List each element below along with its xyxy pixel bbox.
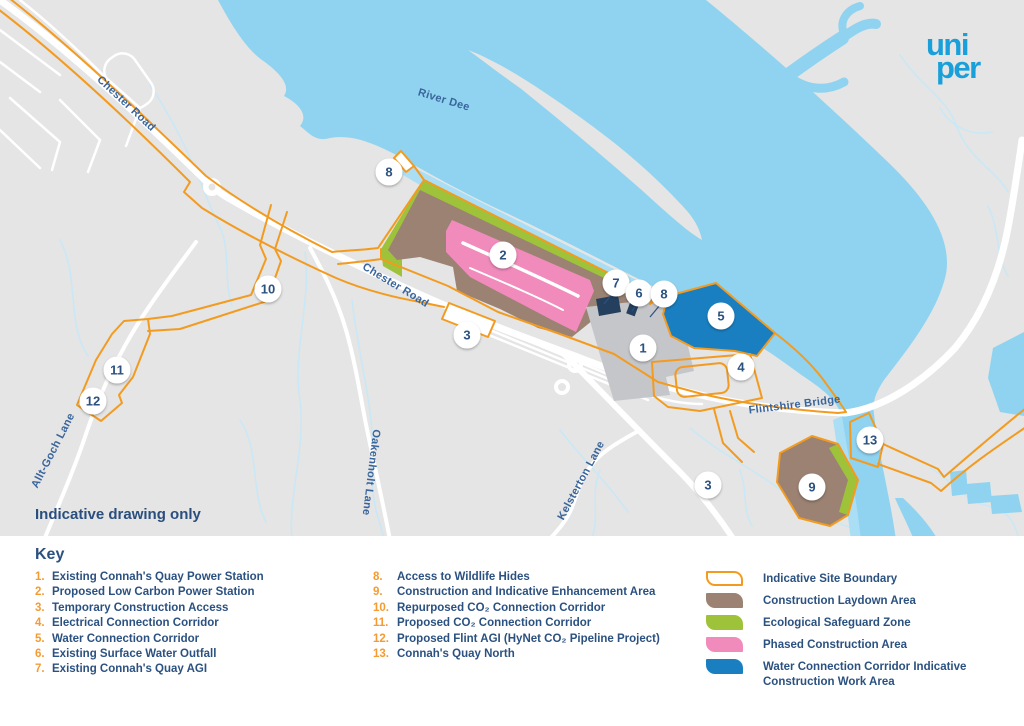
enhancement-area-green-edge xyxy=(829,444,858,515)
key-panel: Key 1.Existing Connah's Quay Power Stati… xyxy=(0,536,1024,726)
key-item-9: 9.Construction and Indicative Enhancemen… xyxy=(373,586,656,599)
agi-building xyxy=(596,295,621,316)
sandbank-island xyxy=(468,50,702,240)
svg-text:8: 8 xyxy=(385,165,392,180)
map-marker: 7 xyxy=(602,269,630,297)
boundary-area4-outer xyxy=(651,353,763,412)
map-marker: 6 xyxy=(625,279,653,307)
map-marker: 4 xyxy=(727,353,755,381)
map-marker: 1 xyxy=(629,334,657,362)
svg-text:9: 9 xyxy=(808,480,815,495)
kelsterton-lane-road xyxy=(549,428,642,536)
svg-text:10: 10 xyxy=(261,282,275,297)
map-marker: 2 xyxy=(489,241,517,269)
key-item-1: 1.Existing Connah's Quay Power Station xyxy=(35,571,264,583)
site-roundabout-2 xyxy=(554,379,570,395)
uniper-logo-line1: uni xyxy=(926,27,970,62)
water-corridor-swatch xyxy=(706,659,743,674)
svg-text:2: 2 xyxy=(499,248,506,263)
key-item-11: 11.Proposed CO₂ Connection Corridor xyxy=(373,617,592,630)
svg-text:8: 8 xyxy=(660,287,667,302)
legend-row-water-corridor: Water Connection Corridor Indicative Con… xyxy=(706,659,981,689)
key-item-6: 6.Existing Surface Water Outfall xyxy=(35,647,217,660)
svg-text:11: 11 xyxy=(110,363,124,378)
svg-text:13: 13 xyxy=(863,433,877,448)
map-marker: 11 xyxy=(103,356,131,384)
key-item-5: 5.Water Connection Corridor xyxy=(35,632,200,645)
indicative-drawing-note: Indicative drawing only xyxy=(35,506,202,523)
map-marker: 3 xyxy=(694,471,722,499)
numbered-markers: 8 2 10 3 7 6 8 5 1 4 11 12 13 3 9 xyxy=(79,158,884,501)
svg-text:4: 4 xyxy=(737,360,745,375)
legend-row-site-boundary: Indicative Site Boundary xyxy=(706,571,981,587)
boundary-chester-south xyxy=(0,9,445,308)
key-item-13: 13.Connah's Quay North xyxy=(373,647,515,660)
legend-row-laydown: Construction Laydown Area xyxy=(706,593,981,609)
allt-goch-lane-road xyxy=(43,240,198,536)
map-marker: 5 xyxy=(707,302,735,330)
svg-text:3: 3 xyxy=(704,478,711,493)
map-marker: 8 xyxy=(650,280,678,308)
svg-text:12: 12 xyxy=(86,394,100,409)
uniper-logo: uni per xyxy=(926,29,981,85)
map-marker: 8 xyxy=(375,158,403,186)
boundary-area9 xyxy=(776,435,859,527)
estuary-shape xyxy=(218,0,947,536)
indicative-site-boundary xyxy=(0,0,1024,527)
phased-construction-area xyxy=(446,220,594,332)
legend-row-phased: Phased Construction Area xyxy=(706,637,981,653)
svg-text:5: 5 xyxy=(717,309,724,324)
key-title: Key xyxy=(35,546,65,563)
tidal-creeks xyxy=(693,2,881,238)
key-column-1: 1.Existing Connah's Quay Power Station 2… xyxy=(35,571,264,679)
phased-swatch xyxy=(706,637,743,652)
boundary-area4-inner xyxy=(674,362,730,398)
legend-row-ecological: Ecological Safeguard Zone xyxy=(706,615,981,631)
residential-streets xyxy=(0,0,142,174)
boundary-area13 xyxy=(849,412,884,468)
map-marker: 13 xyxy=(856,426,884,454)
key-item-10: 10.Repurposed CO₂ Connection Corridor xyxy=(373,601,606,614)
key-item-2: 2.Proposed Low Carbon Power Station xyxy=(35,586,255,599)
map-marker: 9 xyxy=(798,473,826,501)
railway-tracks xyxy=(448,306,704,406)
key-item-8: 8.Access to Wildlife Hides xyxy=(373,571,530,583)
ecological-swatch xyxy=(706,615,743,630)
key-item-7: 7.Existing Connah's Quay AGI xyxy=(35,663,208,676)
svg-text:1: 1 xyxy=(639,341,646,356)
boundary-area11-12 xyxy=(76,318,151,422)
key-item-12: 12.Proposed Flint AGI (HyNet CO₂ Pipelin… xyxy=(373,632,660,645)
site-boundary-swatch xyxy=(706,571,743,586)
temporary-access-stub xyxy=(441,302,496,338)
site-map: River Dee Chester Road Chester Road Flin… xyxy=(0,0,1024,536)
boundary-chester-north xyxy=(9,0,333,253)
svg-text:3: 3 xyxy=(463,328,470,343)
laydown-swatch xyxy=(706,593,743,608)
phased-area-divider xyxy=(461,241,580,298)
phased-area-divider-2 xyxy=(469,267,564,311)
boundary-corridor-east xyxy=(877,408,1024,492)
site-roundabout-1 xyxy=(567,357,583,373)
site-areas xyxy=(381,179,858,526)
svg-text:7: 7 xyxy=(612,276,619,291)
oakenholt-lane-road xyxy=(308,246,392,536)
channel-fork xyxy=(895,498,936,536)
legend: Indicative Site Boundary Construction La… xyxy=(706,571,981,696)
map-marker: 12 xyxy=(79,387,107,415)
map-marker: 10 xyxy=(254,275,282,303)
svg-text:6: 6 xyxy=(635,286,642,301)
key-item-4: 4.Electrical Connection Corridor xyxy=(35,617,219,630)
key-column-2: 8.Access to Wildlife Hides 9.Constructio… xyxy=(373,571,660,663)
water-patches xyxy=(950,332,1024,514)
boundary-corridor-9 xyxy=(713,408,755,463)
southeast-road xyxy=(559,349,735,536)
site-map-svg: River Dee Chester Road Chester Road Flin… xyxy=(0,0,1024,536)
roundabout-center xyxy=(208,183,216,191)
key-item-3: 3.Temporary Construction Access xyxy=(35,601,229,614)
map-marker: 3 xyxy=(453,321,481,349)
uniper-logo-line2: per xyxy=(936,50,981,85)
